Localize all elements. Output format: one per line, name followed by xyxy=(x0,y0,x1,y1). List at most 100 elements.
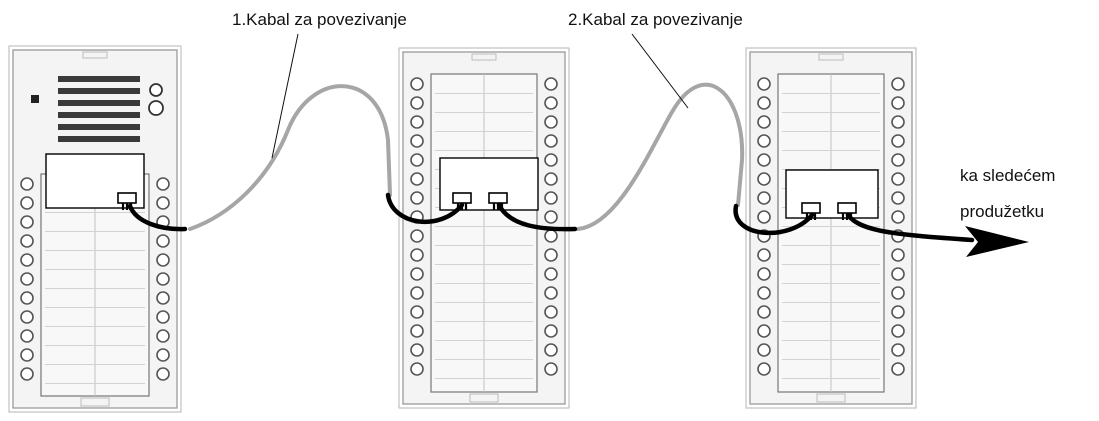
cable-1-end-panel-1 xyxy=(127,203,188,232)
call-button-icon xyxy=(544,286,558,300)
call-button-icon xyxy=(156,253,170,267)
call-button-icon xyxy=(757,172,771,186)
call-button-icon xyxy=(544,248,558,262)
call-button-icon xyxy=(20,177,34,191)
call-button-icon xyxy=(410,343,424,357)
call-button-icon xyxy=(757,115,771,129)
speaker-grille-icon xyxy=(58,76,140,82)
call-button-icon xyxy=(891,286,905,300)
call-button-icon xyxy=(891,267,905,281)
right-arrow-icon xyxy=(965,226,1029,257)
call-button-icon xyxy=(156,310,170,324)
cable2-leader-line xyxy=(631,33,689,109)
speaker-grille-icon xyxy=(58,124,140,130)
cable-1-end-panel-2 xyxy=(385,192,465,225)
speaker-grille-icon xyxy=(58,88,140,94)
call-button-icon xyxy=(156,177,170,191)
panel-top-notch xyxy=(471,53,497,61)
rj-connector-icon xyxy=(452,192,472,204)
call-button-icon xyxy=(544,229,558,243)
call-button-icon xyxy=(410,229,424,243)
call-button-icon xyxy=(544,191,558,205)
speaker-grille-icon xyxy=(58,136,140,142)
call-button-icon xyxy=(891,77,905,91)
call-button-icon xyxy=(757,210,771,224)
camera-icon xyxy=(149,83,163,97)
cable1-leader-line xyxy=(271,33,299,159)
call-button-icon xyxy=(410,362,424,376)
call-button-icon xyxy=(757,286,771,300)
call-button-icon xyxy=(757,134,771,148)
speaker-grille-icon xyxy=(58,112,140,118)
call-button-icon xyxy=(410,324,424,338)
call-button-icon xyxy=(757,191,771,205)
call-button-icon xyxy=(544,210,558,224)
call-button-icon xyxy=(757,267,771,281)
call-button-icon xyxy=(410,305,424,319)
call-button-icon xyxy=(410,77,424,91)
call-button-icon xyxy=(20,234,34,248)
call-button-icon xyxy=(891,362,905,376)
connector-4 xyxy=(801,202,821,220)
call-button-icon xyxy=(410,153,424,167)
rj-connector-icon xyxy=(488,192,508,204)
call-button-icon xyxy=(544,343,558,357)
call-button-icon xyxy=(544,115,558,129)
call-button-icon xyxy=(757,324,771,338)
cable-2-end-panel-2 xyxy=(496,202,578,232)
cable2-label: 2.Kabal za povezivanje xyxy=(568,10,743,29)
panel-top-notch xyxy=(818,53,844,61)
call-button-icon xyxy=(891,191,905,205)
call-button-icon xyxy=(544,96,558,110)
call-button-icon xyxy=(410,286,424,300)
call-button-icon xyxy=(20,291,34,305)
call-button-icon xyxy=(410,191,424,205)
call-button-icon xyxy=(544,324,558,338)
call-button-icon xyxy=(410,134,424,148)
rj-connector-icon xyxy=(117,192,137,204)
call-button-icon xyxy=(20,215,34,229)
panel-bottom-box xyxy=(469,393,499,403)
connector-2 xyxy=(452,192,472,210)
call-button-icon xyxy=(544,172,558,186)
call-button-icon xyxy=(156,291,170,305)
speaker-grille-icon xyxy=(58,100,140,106)
call-button-icon xyxy=(891,134,905,148)
panel-3 xyxy=(745,47,917,409)
cable-2-end-panel-3 xyxy=(733,203,815,236)
connector-1 xyxy=(117,192,137,210)
panel-bottom-box xyxy=(816,393,846,403)
rj-connector-icon xyxy=(801,202,821,214)
call-button-icon xyxy=(544,134,558,148)
call-button-icon xyxy=(891,343,905,357)
call-button-icon xyxy=(757,362,771,376)
panel-2 xyxy=(398,47,570,409)
call-button-icon xyxy=(156,329,170,343)
panel-top-notch xyxy=(82,51,108,59)
call-button-icon xyxy=(156,234,170,248)
camera-lens-icon xyxy=(148,100,164,116)
call-button-icon xyxy=(891,153,905,167)
call-button-icon xyxy=(156,272,170,286)
call-button-icon xyxy=(20,329,34,343)
call-button-icon xyxy=(891,210,905,224)
call-button-icon xyxy=(20,253,34,267)
panel-bottom-box xyxy=(80,397,110,407)
call-button-icon xyxy=(410,267,424,281)
call-button-icon xyxy=(544,153,558,167)
call-button-icon xyxy=(156,196,170,210)
call-button-icon xyxy=(757,343,771,357)
cable-2-grey xyxy=(576,82,745,231)
microphone-icon xyxy=(31,95,39,103)
call-button-icon xyxy=(156,367,170,381)
connector-3 xyxy=(488,192,508,210)
panel-1 xyxy=(8,45,182,413)
cable-1-grey xyxy=(188,84,392,231)
call-button-icon xyxy=(410,172,424,186)
call-button-icon xyxy=(20,196,34,210)
call-button-icon xyxy=(757,153,771,167)
module-box xyxy=(785,169,879,219)
call-button-icon xyxy=(20,348,34,362)
